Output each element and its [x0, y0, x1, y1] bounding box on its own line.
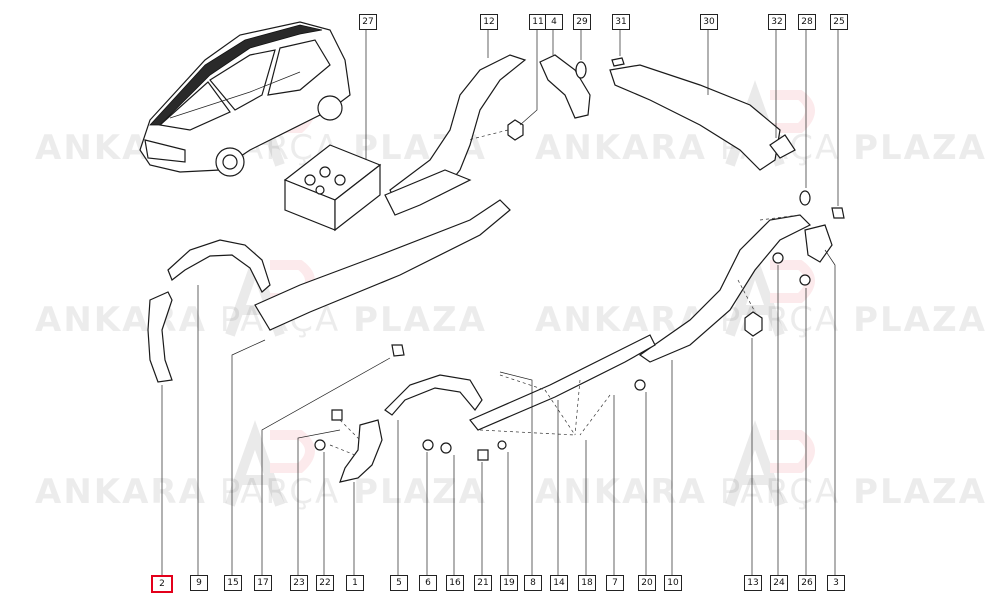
callout-29[interactable]: 29 [573, 14, 591, 30]
rear-bracket [804, 224, 836, 575]
callout-30[interactable]: 30 [700, 14, 718, 30]
clip-17 [261, 344, 405, 575]
rear-lower-trim [638, 214, 812, 575]
part-2 [147, 291, 173, 575]
callout-10[interactable]: 10 [664, 575, 682, 591]
part-32 [769, 28, 796, 159]
callout-19[interactable]: 19 [500, 575, 518, 591]
callout-27[interactable]: 27 [359, 14, 377, 30]
bolt-24 [772, 252, 784, 575]
part-31 [611, 28, 625, 67]
watermark-row-4: ANKARA PARÇA PLAZA [535, 300, 987, 340]
watermark-logo [725, 420, 815, 507]
rear-spoiler [609, 28, 781, 171]
part-28 [799, 28, 811, 206]
callout-22[interactable]: 22 [316, 575, 334, 591]
callout-17[interactable]: 17 [254, 575, 272, 591]
callout-1[interactable]: 1 [346, 575, 364, 591]
clip-22 [314, 439, 326, 575]
clip-box [283, 28, 382, 232]
clip-20 [634, 379, 647, 575]
clip-23 [297, 409, 343, 575]
callout-20[interactable]: 20 [638, 575, 656, 591]
part-29 [575, 28, 587, 79]
callout-25[interactable]: 25 [830, 14, 848, 30]
part-1 [339, 419, 383, 575]
callout-31[interactable]: 31 [612, 14, 630, 30]
nut-11 [467, 28, 538, 141]
clip-16 [440, 442, 455, 575]
installation-lines [329, 214, 801, 456]
callout-24[interactable]: 24 [770, 575, 788, 591]
car-illustration [139, 21, 351, 177]
callout-7[interactable]: 7 [606, 575, 624, 591]
bolt-26 [799, 274, 811, 575]
clip-21 [477, 449, 489, 575]
watermark-logo [225, 420, 315, 507]
watermark-row-5: ANKARA PARÇA PLAZA [35, 472, 487, 512]
callout-26[interactable]: 26 [798, 575, 816, 591]
part-25 [831, 28, 845, 219]
callout-28[interactable]: 28 [798, 14, 816, 30]
callout-15[interactable]: 15 [224, 575, 242, 591]
door-sill-rail [469, 334, 656, 575]
callout-5[interactable]: 5 [390, 575, 408, 591]
callout-23[interactable]: 23 [290, 575, 308, 591]
side-sill-trim [231, 199, 511, 575]
callout-14[interactable]: 14 [550, 575, 568, 591]
callout-21[interactable]: 21 [474, 575, 492, 591]
callout-32[interactable]: 32 [768, 14, 786, 30]
callout-16[interactable]: 16 [446, 575, 464, 591]
callout-9[interactable]: 9 [190, 575, 208, 591]
clip-19 [497, 440, 509, 575]
callout-13[interactable]: 13 [744, 575, 762, 591]
watermark-row-6: ANKARA PARÇA PLAZA [535, 472, 987, 512]
front-wheel-arch [167, 239, 271, 575]
callout-4[interactable]: 4 [545, 14, 563, 30]
rear-wheel-arch-liner [384, 28, 527, 216]
callout-18[interactable]: 18 [578, 575, 596, 591]
callout-2[interactable]: 2 [151, 575, 173, 593]
part-4 [539, 28, 591, 119]
callout-8[interactable]: 8 [524, 575, 542, 591]
clip-6 [422, 439, 434, 575]
callout-6[interactable]: 6 [419, 575, 437, 591]
callout-12[interactable]: 12 [480, 14, 498, 30]
callout-3[interactable]: 3 [827, 575, 845, 591]
nut-13 [744, 311, 763, 575]
lower-arch-piece [384, 374, 483, 575]
